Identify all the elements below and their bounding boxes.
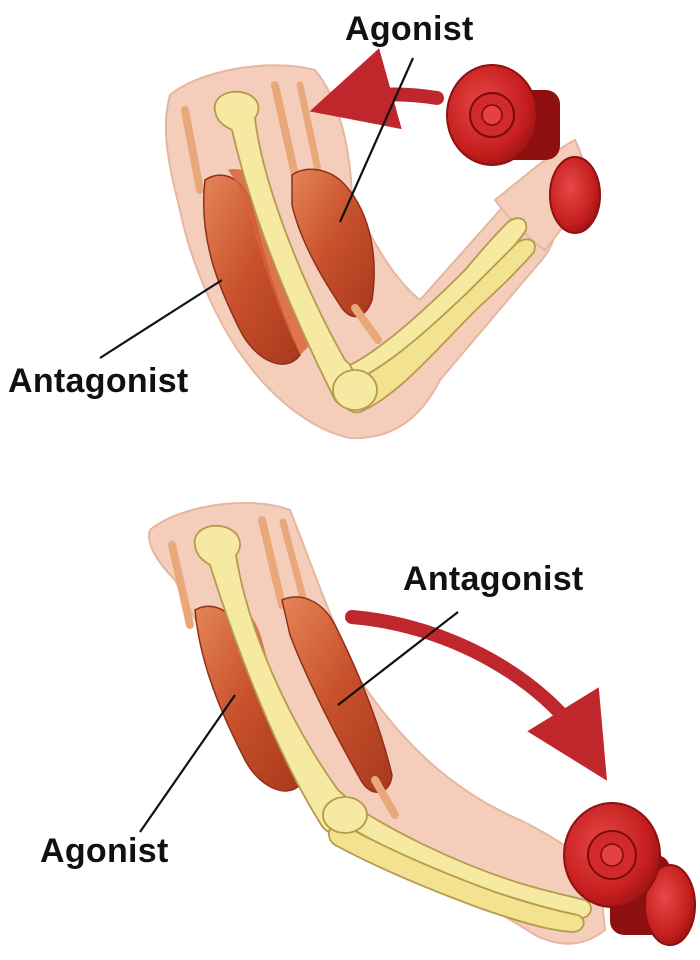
agonist-label-bottom: Agonist (40, 832, 169, 871)
antagonist-label-bottom: Antagonist (403, 560, 584, 599)
elbow-joint (323, 797, 367, 833)
agonist-leader-line-bottom (140, 695, 235, 832)
agonist-leader-line-top (340, 58, 413, 222)
agonist-label-top: Agonist (345, 10, 474, 49)
antagonist-leader-line-top (100, 280, 222, 358)
antagonist-label-top: Antagonist (8, 362, 189, 401)
elbow-joint (333, 370, 377, 410)
